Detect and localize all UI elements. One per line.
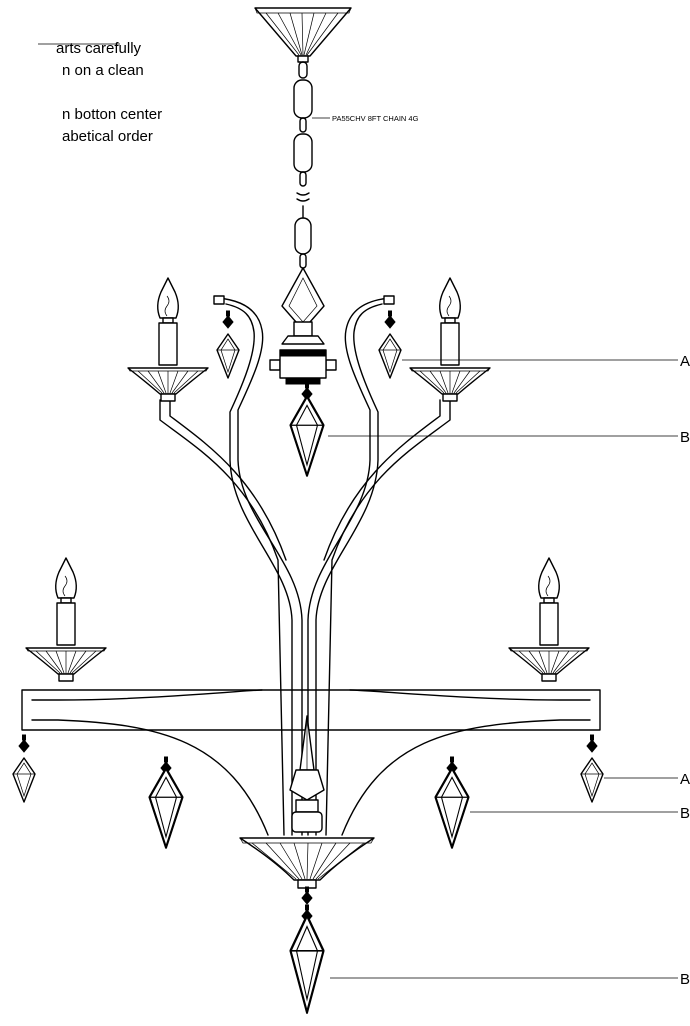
lower-arms <box>21 399 601 836</box>
chandelier-body <box>269 267 337 385</box>
canopy <box>254 7 352 63</box>
instruction-line: n on a clean <box>62 62 144 79</box>
finial-and-bowl <box>239 715 375 889</box>
instruction-line: arts carefully <box>56 40 142 57</box>
chain-label: PA55CHV 8FT CHAIN 4G <box>332 114 419 123</box>
callout-label: A <box>680 771 690 788</box>
callout-lines <box>328 359 678 979</box>
callout-label: A <box>680 353 690 370</box>
instruction-line: n botton center <box>62 106 163 123</box>
instruction-line: abetical order <box>62 128 153 145</box>
callout-label: B <box>680 971 690 988</box>
chain: PA55CHV 8FT CHAIN 4G <box>293 61 419 269</box>
callout-label: B <box>680 429 690 446</box>
callout-label: B <box>680 805 690 822</box>
upper-arms <box>213 295 395 836</box>
